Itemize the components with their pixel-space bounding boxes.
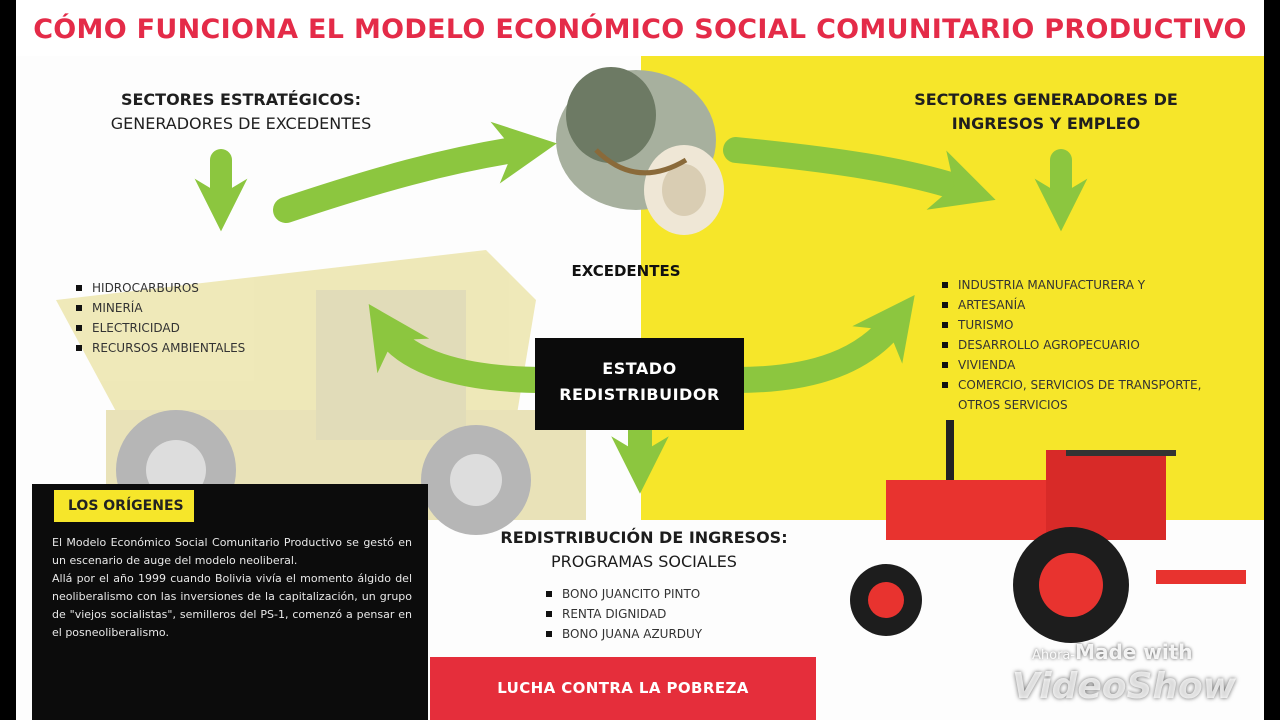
arrow-from-money: [723, 137, 996, 210]
origins-paragraph-1: El Modelo Económico Social Comunitario P…: [52, 536, 412, 567]
list-item: COMERCIO, SERVICIOS DE TRANSPORTE, OTROS…: [942, 375, 1232, 415]
list-item: ARTESANÍA: [942, 295, 1232, 315]
income-sectors-heading: SECTORES GENERADORES DE INGRESOS Y EMPLE…: [876, 88, 1216, 136]
estado-line2: REDISTRIBUIDOR: [559, 385, 720, 404]
infographic-frame: CÓMO FUNCIONA EL MODELO ECONÓMICO SOCIAL…: [16, 0, 1264, 720]
strategic-sectors-title: SECTORES ESTRATÉGICOS:: [120, 90, 362, 109]
tractor-illustration: [850, 420, 1246, 643]
income-sectors-title-line1: SECTORES GENERADORES DE: [914, 90, 1178, 109]
redistribution-subtitle: PROGRAMAS SOCIALES: [551, 552, 737, 571]
list-item: TURISMO: [942, 315, 1232, 335]
estado-redistribuidor-box: ESTADO REDISTRIBUIDOR: [535, 338, 744, 430]
arrow-to-left-sector: [368, 304, 559, 393]
page-title: CÓMO FUNCIONA EL MODELO ECONÓMICO SOCIAL…: [33, 14, 1247, 45]
list-item: BONO JUANCITO PINTO: [546, 584, 796, 604]
excedentes-label: EXCEDENTES: [571, 262, 681, 280]
list-item: DESARROLLO AGROPECUARIO: [942, 335, 1232, 355]
list-item: INDUSTRIA MANUFACTURERA Y: [942, 275, 1232, 295]
title-bar: CÓMO FUNCIONA EL MODELO ECONÓMICO SOCIAL…: [16, 0, 1264, 56]
list-item: VIVIENDA: [942, 355, 1232, 375]
arrow-to-right-sector: [723, 295, 915, 393]
list-item: BONO JUANA AZURDUY: [546, 624, 796, 644]
strategic-sectors-subtitle: GENERADORES DE EXCEDENTES: [110, 114, 372, 133]
watermark-brand: VideoShow: [1012, 666, 1237, 707]
arrow-to-money: [273, 121, 557, 223]
strategic-sectors-heading: SECTORES ESTRATÉGICOS: GENERADORES DE EX…: [56, 88, 426, 136]
redistribution-title: REDISTRIBUCIÓN DE INGRESOS:: [500, 528, 788, 547]
list-item: MINERÍA: [76, 298, 336, 318]
origins-paragraph-2: Allá por el año 1999 cuando Bolivia viví…: [52, 572, 412, 639]
watermark-prefix: Ahora-: [1032, 648, 1076, 663]
income-sectors-title-line2: INGRESOS Y EMPLEO: [951, 114, 1141, 133]
list-item: RENTA DIGNIDAD: [546, 604, 796, 624]
list-item: ELECTRICIDAD: [76, 318, 336, 338]
watermark-top: Ahora-Made with: [1032, 640, 1192, 664]
origins-text: El Modelo Económico Social Comunitario P…: [52, 534, 412, 642]
flow-arrows: [194, 121, 1088, 494]
list-item: HIDROCARBUROS: [76, 278, 336, 298]
redistribution-heading: REDISTRIBUCIÓN DE INGRESOS: PROGRAMAS SO…: [484, 526, 804, 574]
poverty-banner: LUCHA CONTRA LA POBREZA: [430, 657, 816, 720]
videoshow-watermark: Ahora-Made with VideoShow: [1002, 640, 1262, 710]
estado-line1: ESTADO: [602, 359, 677, 378]
list-item: RECURSOS AMBIENTALES: [76, 338, 336, 358]
origins-label: LOS ORÍGENES: [54, 490, 194, 522]
watermark-made-with: Made with: [1075, 640, 1193, 664]
income-sectors-list: INDUSTRIA MANUFACTURERA Y ARTESANÍA TURI…: [942, 275, 1232, 415]
strategic-sectors-list: HIDROCARBUROS MINERÍA ELECTRICIDAD RECUR…: [76, 278, 336, 358]
social-programs-list: BONO JUANCITO PINTO RENTA DIGNIDAD BONO …: [546, 584, 796, 644]
origins-panel: LOS ORÍGENES El Modelo Económico Social …: [32, 484, 428, 720]
money-roll-illustration: [556, 67, 724, 235]
